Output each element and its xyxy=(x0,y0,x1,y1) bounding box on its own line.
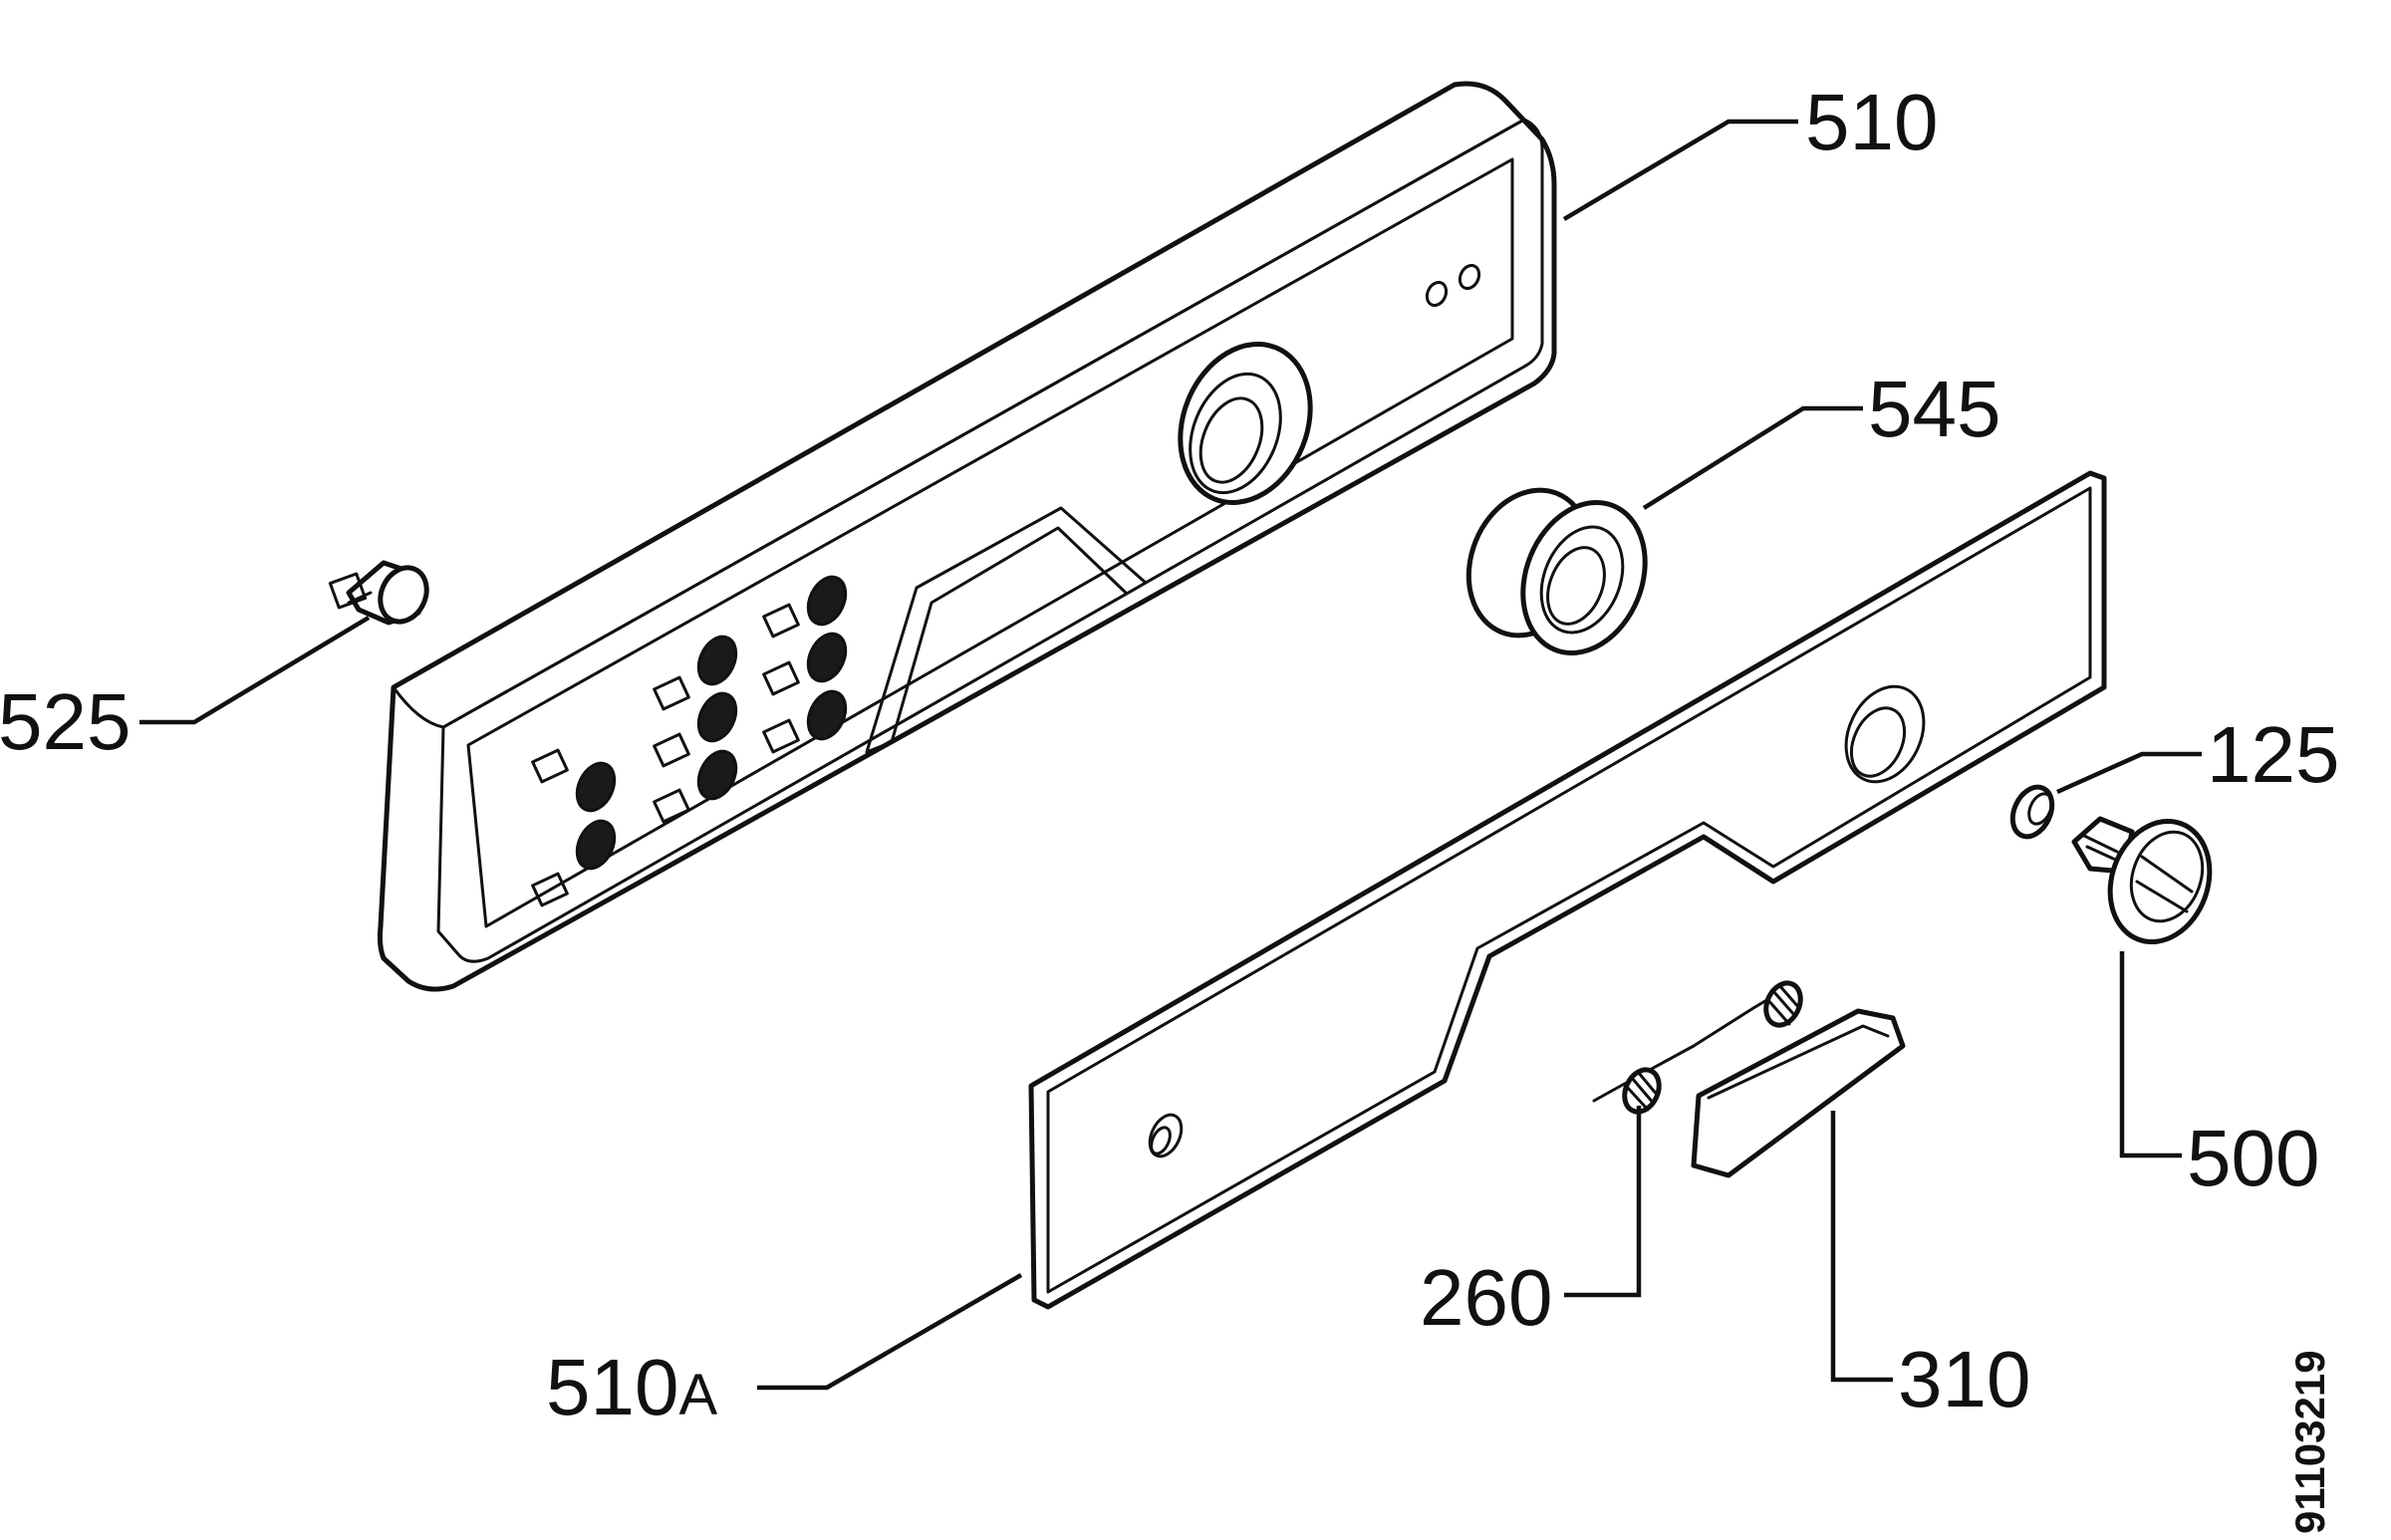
front-plate-510a xyxy=(1028,470,2107,1310)
leader-510a xyxy=(757,1273,1023,1391)
callout-labels: 510 545 525 125 500 260 310 510A xyxy=(0,78,2339,1431)
bezel-ring-545 xyxy=(1465,487,1648,656)
control-panel-510 xyxy=(377,81,1557,992)
leader-310 xyxy=(1830,1111,1893,1383)
callout-510a-suffix: A xyxy=(678,1363,717,1427)
callout-125: 125 xyxy=(2207,710,2339,799)
leader-lines xyxy=(139,119,2202,1391)
switch-525 xyxy=(328,560,429,626)
callout-510a: 510A xyxy=(546,1343,717,1431)
leader-545 xyxy=(1642,405,1863,510)
leader-525 xyxy=(139,616,371,725)
callout-510a-number: 510 xyxy=(546,1343,678,1431)
document-number: 91103219 xyxy=(2286,1350,2333,1534)
callout-500: 500 xyxy=(2187,1114,2319,1202)
callout-310: 310 xyxy=(1898,1335,2030,1423)
callout-510: 510 xyxy=(1805,78,1938,166)
lever-310 xyxy=(1691,1008,1906,1178)
leader-500 xyxy=(2119,951,2182,1158)
callout-260: 260 xyxy=(1420,1253,1552,1342)
control-knob-500 xyxy=(2071,816,2213,945)
springs-260 xyxy=(1592,980,1803,1115)
leader-260 xyxy=(1564,1106,1642,1298)
leader-125 xyxy=(2056,751,2202,795)
bushing-125 xyxy=(2009,784,2055,840)
callout-545: 545 xyxy=(1868,365,2000,453)
panel-buttons xyxy=(575,575,848,871)
callout-525: 525 xyxy=(0,677,131,766)
leader-510 xyxy=(1562,119,1798,221)
